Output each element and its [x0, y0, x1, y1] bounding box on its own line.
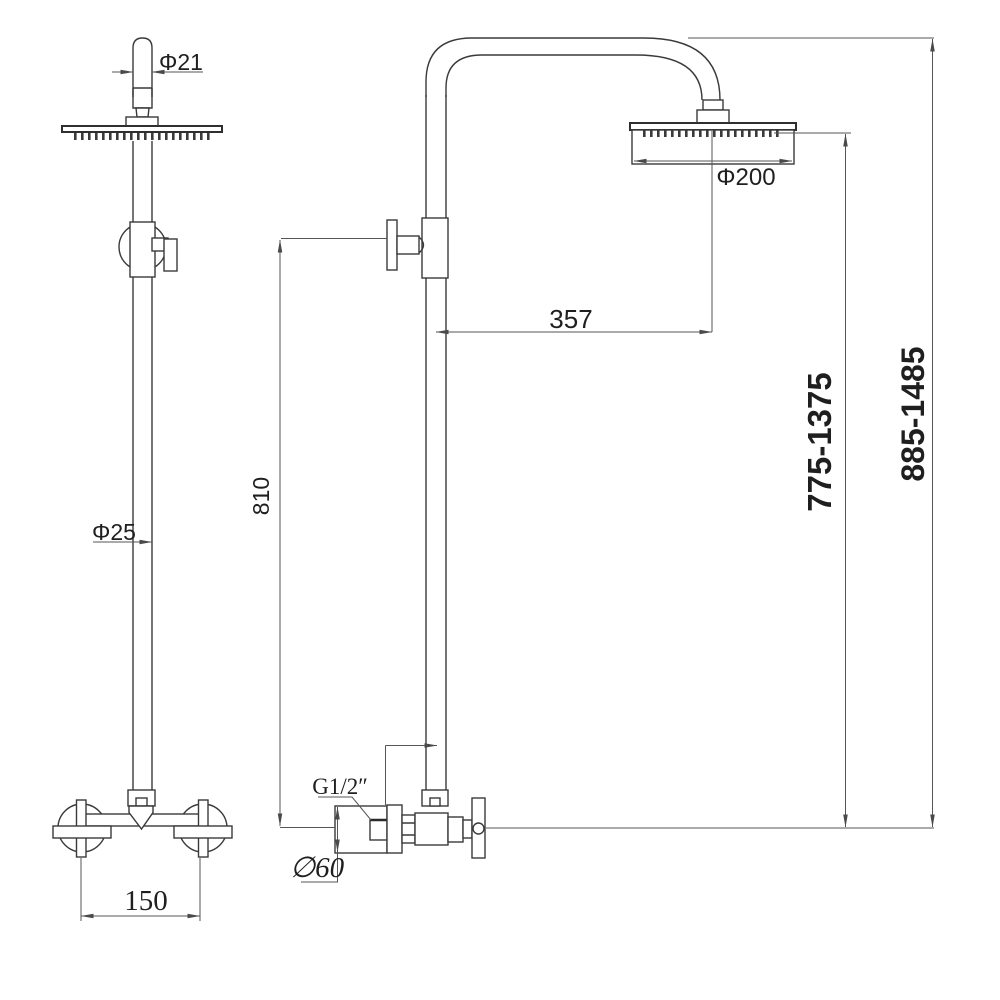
wall-bracket-arm	[396, 235, 420, 255]
dim-label-885-1485: 885-1485	[895, 346, 931, 481]
shower-head-plate-side	[629, 122, 797, 131]
dim-label-810: 810	[248, 477, 274, 515]
valve-mount-plate	[386, 804, 403, 854]
valve-neck-side	[462, 819, 473, 839]
gooseneck-arm-outer	[425, 37, 721, 101]
valve-block-side	[447, 816, 464, 843]
cross-handle-left-horizontal	[52, 825, 112, 839]
dim-phi25: Φ25	[92, 519, 153, 545]
head-mount-front	[125, 116, 159, 127]
dim-357: 357	[435, 304, 713, 335]
front-view: Φ21 Φ25 150	[52, 37, 233, 921]
wall-bracket-joint	[418, 236, 425, 254]
dim-885-1485: 885-1485	[688, 37, 935, 828]
slider-body	[129, 221, 156, 278]
valve-collar-notch-front	[135, 797, 148, 807]
slider-lever	[163, 238, 178, 272]
head-collar-front	[135, 107, 150, 118]
head-mount-side	[696, 109, 730, 124]
dim-label-150: 150	[124, 885, 168, 917]
head-inlet-lower	[132, 88, 153, 109]
inlet-nipple	[369, 819, 388, 841]
cross-handle-right-horizontal	[173, 825, 233, 839]
head-connector-side	[702, 99, 724, 111]
dim-label-phi200: Φ200	[716, 164, 775, 191]
gooseneck-arm-inner	[445, 54, 703, 101]
dim-label-phi60: ∅60	[290, 852, 345, 884]
dim-phi200: Φ200	[633, 158, 793, 191]
cross-handle-side-hub	[472, 822, 485, 835]
dim-775-1375: 775-1375	[774, 132, 851, 828]
head-inlet-pipe	[132, 37, 153, 97]
valve-hex-nut-facets	[402, 822, 415, 836]
valve-body-side	[414, 812, 449, 846]
dim-label-phi25: Φ25	[92, 519, 136, 545]
shower-head-plate-front	[61, 125, 223, 133]
dim-phi21: Φ21	[112, 49, 203, 75]
dim-label-phi21: Φ21	[159, 49, 203, 75]
dim-810: 810	[248, 238, 387, 828]
dim-g12: G1/2″	[312, 774, 372, 821]
dim-150: 150	[80, 858, 201, 921]
dim-label-357: 357	[549, 304, 592, 334]
valve-spout	[128, 805, 154, 831]
dim-label-g12: G1/2″	[312, 774, 368, 799]
riser-pipe-side	[425, 95, 447, 790]
side-view: Φ200 357 810 G1/2″ ∅60 775-13	[248, 37, 935, 884]
valve-collar-notch-side	[429, 797, 441, 807]
wall-bracket-flange	[386, 219, 398, 271]
dim-label-775-1375: 775-1375	[801, 372, 838, 511]
dim-phi60: ∅60	[290, 806, 345, 884]
valve-hex-nut	[401, 814, 416, 844]
riser-slider-sleeve	[421, 217, 449, 279]
